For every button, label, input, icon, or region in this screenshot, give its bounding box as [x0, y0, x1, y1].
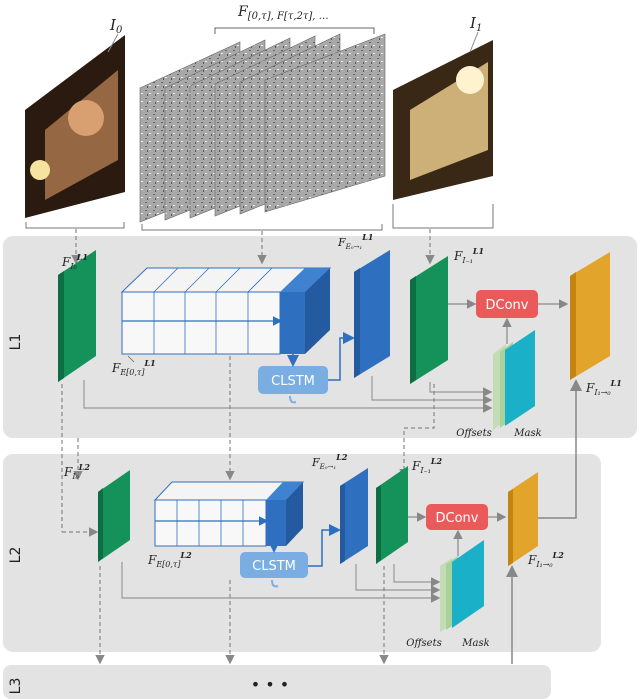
- label-frame-start: I0: [109, 16, 123, 36]
- l1-feature-e01: [354, 250, 390, 378]
- l2-offsets-label: Offsets: [406, 638, 441, 649]
- l1-clstm-label: CLSTM: [271, 374, 315, 389]
- l2-dconv-label: DConv: [436, 511, 479, 526]
- l2-offsets-mask: [440, 540, 484, 632]
- l2-dconv-box: [426, 504, 488, 530]
- l2-feature-e01: [340, 468, 368, 564]
- label-frame-end: I1: [469, 14, 482, 34]
- l1-offsets-label: Offsets: [456, 428, 491, 439]
- l1-label-i0: FI₀L1: [61, 252, 88, 271]
- l1-label-out: FI₁→₀L1: [585, 378, 622, 397]
- l1-output-feature: [570, 252, 610, 380]
- level-panel-l3: [3, 665, 551, 699]
- l2-label-i1: FI₋₁L2: [411, 456, 443, 475]
- l1-feature-i1: [410, 256, 448, 384]
- l1-label-events: FE[0,τ]L1: [111, 358, 156, 377]
- l1-label-i1: FI₋₁L1: [453, 246, 484, 265]
- l2-event-tensor: [153, 481, 305, 547]
- l2-clstm-label: CLSTM: [252, 559, 296, 574]
- l2-feature-i0: [98, 470, 130, 562]
- level3-ellipsis: • • •: [251, 675, 289, 694]
- level-label-l3: L3: [8, 678, 24, 695]
- l2-clstm-box: [240, 552, 308, 578]
- l1-feature-i0: [58, 250, 96, 382]
- l2-label-out: FI₁→₀L2: [527, 550, 564, 569]
- level-label-l1: L1: [8, 334, 24, 351]
- input-frame-start: [25, 35, 125, 218]
- event-stack: [139, 33, 386, 223]
- l1-clstm-box: [258, 366, 328, 394]
- l2-label-e01: FE₀→₁L2: [311, 452, 348, 471]
- l1-dconv-box: [476, 290, 538, 318]
- l1-label-e01: FE₀→₁L1: [337, 232, 373, 251]
- l1-dconv-label: DConv: [486, 298, 529, 313]
- l1-event-tensor: [120, 267, 332, 355]
- l2-feature-i1: [376, 466, 408, 564]
- l2-mask-label: Mask: [461, 638, 489, 649]
- label-events: F[0,τ], F[τ,2τ], …: [237, 4, 329, 22]
- l2-label-events: FE[0,τ]L2: [147, 550, 192, 569]
- input-frame-end: [393, 40, 493, 200]
- l1-mask-label: Mask: [513, 428, 541, 439]
- l1-offsets-mask: [493, 330, 535, 430]
- l2-label-i0: FI₀L2: [63, 462, 90, 481]
- l2-output-feature: [508, 472, 538, 566]
- level-label-l2: L2: [8, 547, 24, 564]
